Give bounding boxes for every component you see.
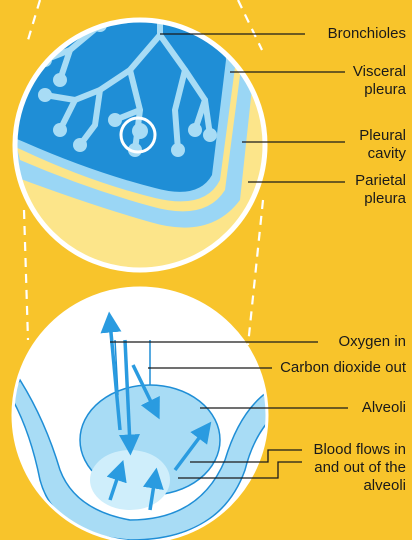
lung-tissue-circle [0,0,265,270]
label-visceral-pleura: Visceral pleura [316,63,406,99]
label-bronchioles: Bronchioles [328,25,406,43]
label-carbon-dioxide-out: Carbon dioxide out [280,359,406,377]
alveolus-circle [10,288,280,540]
label-alveoli: Alveoli [362,399,406,417]
label-parietal-pleura: Parietal pleura [326,172,406,208]
label-oxygen-in: Oxygen in [338,333,406,351]
label-pleural-cavity: Pleural cavity [326,127,406,163]
label-blood-flows: Blood flows in and out of the alveoli [296,441,406,495]
